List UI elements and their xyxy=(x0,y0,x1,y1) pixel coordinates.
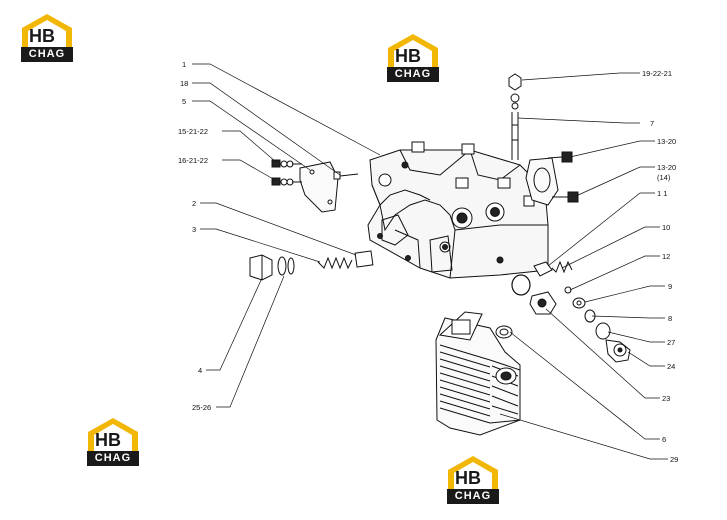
oil-cooler xyxy=(435,311,521,436)
callout-6: 6 xyxy=(662,435,666,444)
callout-10: 10 xyxy=(662,223,670,232)
bolt-13 xyxy=(547,151,579,203)
logo-letters: HB xyxy=(29,26,55,46)
leader-lines xyxy=(192,63,668,460)
logo-plate: CHAG xyxy=(21,47,73,62)
brand-logo: HB CHAG xyxy=(18,14,76,66)
callout-14: (14) xyxy=(657,173,671,182)
callout-4: 4 xyxy=(198,366,202,375)
callout-2: 2 xyxy=(192,199,196,208)
callout-13-20-lower: 13-20 xyxy=(657,163,676,172)
logo-roof-icon xyxy=(22,14,72,48)
callout-23: 23 xyxy=(662,394,670,403)
logo-letters: HB xyxy=(95,430,121,450)
plug-spring-valve xyxy=(249,250,374,281)
callout-13-20-upper: 13-20 xyxy=(657,137,676,146)
callout-25-26: 25-26 xyxy=(192,403,211,412)
callout-8: 8 xyxy=(668,314,672,323)
logo-roof-icon xyxy=(448,456,498,490)
callout-27: 27 xyxy=(667,338,675,347)
callout-3: 3 xyxy=(192,225,196,234)
callout-29: 29 xyxy=(670,455,678,464)
bypass-valve-parts xyxy=(533,260,631,363)
stud-bolt-7 xyxy=(508,73,522,160)
logo-roof-icon xyxy=(388,34,438,68)
logo-roof-icon xyxy=(88,418,138,452)
callout-7: 7 xyxy=(650,119,654,128)
seal-and-nut xyxy=(511,274,557,315)
brand-logo: HB CHAG xyxy=(84,418,142,470)
callout-labels: 1 18 5 15-21-22 16-21-22 2 3 4 25-26 19-… xyxy=(178,60,678,464)
brand-logo: HB CHAG xyxy=(444,456,502,508)
logo-letters: HB xyxy=(395,46,421,66)
valve-housing xyxy=(367,141,549,279)
screw-18 xyxy=(333,171,359,180)
logo-plate: CHAG xyxy=(387,67,439,82)
callout-5: 5 xyxy=(182,97,186,106)
logo-plate: CHAG xyxy=(87,451,139,466)
brand-logo: HB CHAG xyxy=(384,34,442,86)
callout-1: 1 xyxy=(182,60,186,69)
callout-9: 9 xyxy=(668,282,672,291)
callout-24: 24 xyxy=(667,362,675,371)
callout-12: 12 xyxy=(662,252,670,261)
callout-19-22-21: 19-22-21 xyxy=(642,69,672,78)
logo-letters: HB xyxy=(455,468,481,488)
callout-16-21-22: 16-21-22 xyxy=(178,156,208,165)
callout-18: 18 xyxy=(180,79,188,88)
callout-15-21-22: 15-21-22 xyxy=(178,127,208,136)
callout-11: 1 1 xyxy=(657,189,667,198)
bolt-15-16 xyxy=(271,159,302,186)
logo-plate: CHAG xyxy=(447,489,499,504)
